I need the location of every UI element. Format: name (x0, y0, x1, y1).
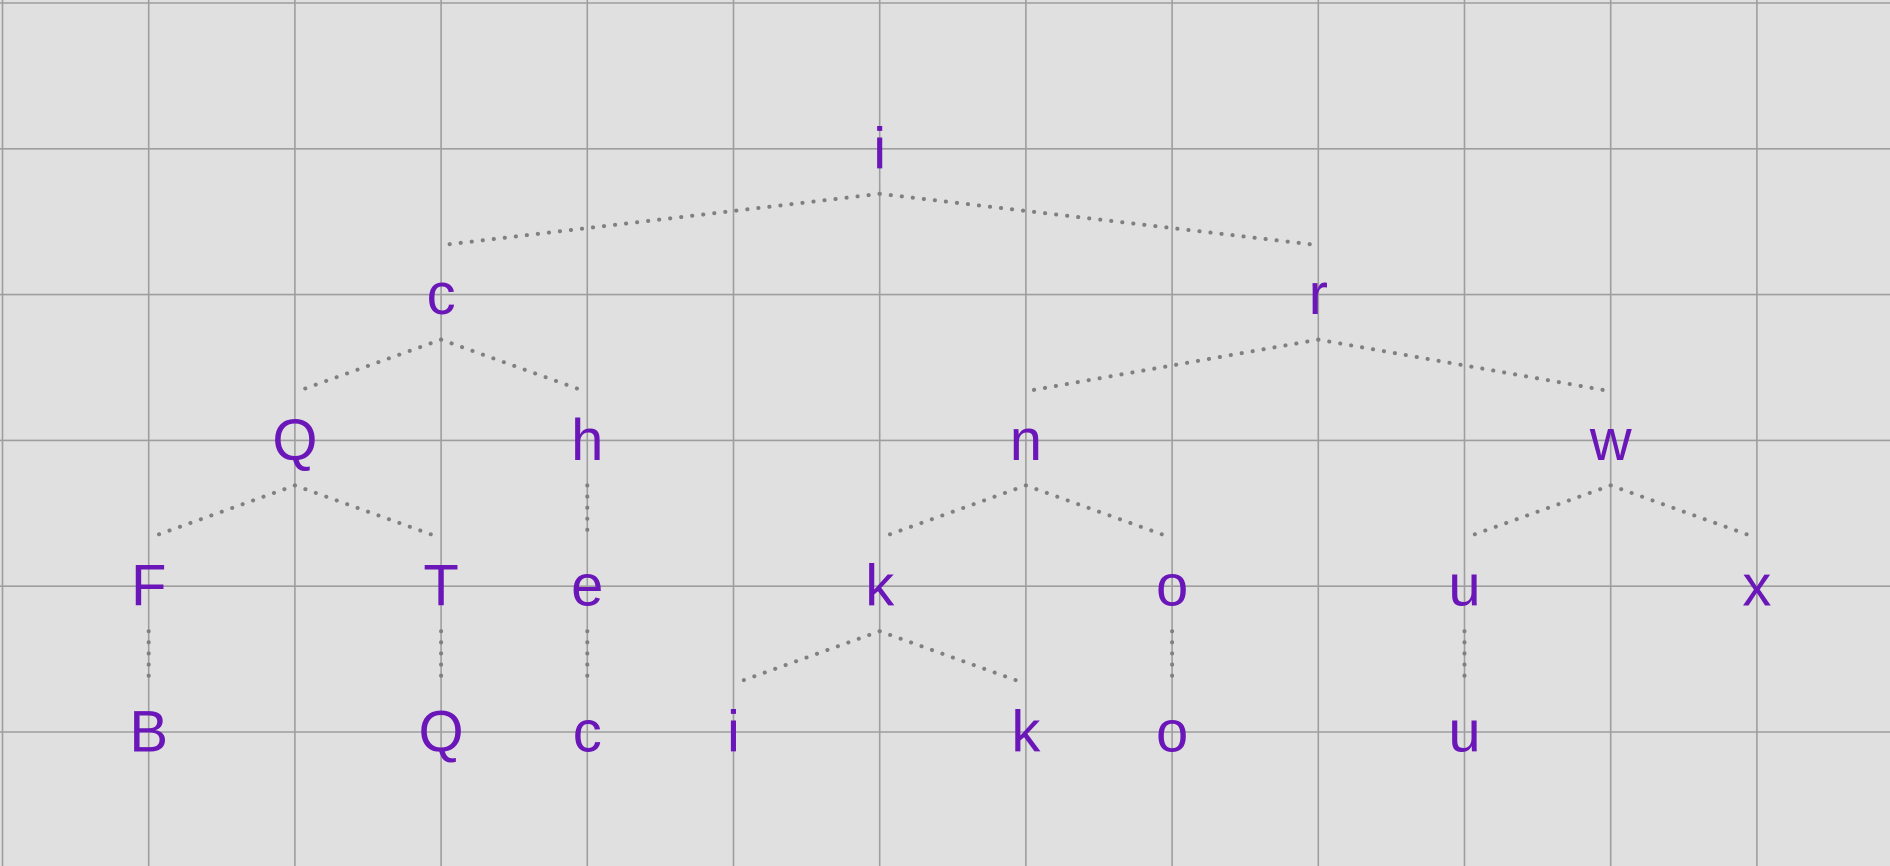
tree-node-label: u (1448, 554, 1480, 619)
tree-edge (1316, 337, 1608, 393)
tree-node-label: u (1448, 700, 1480, 765)
tree-node-label: r (1309, 262, 1328, 327)
tree-node-label: i (873, 116, 886, 181)
tree-node-label: i (727, 700, 740, 765)
tree-node-label: k (865, 554, 895, 619)
tree-node-label: c (573, 700, 602, 765)
tree-edges (146, 191, 1754, 684)
tree-node-label: h (571, 408, 603, 473)
tree-node-label: c (427, 262, 456, 327)
tree-node-label: o (1156, 554, 1188, 619)
tree-node-label: k (1011, 700, 1041, 765)
tree-node-label: T (423, 554, 458, 619)
tree-node-label: o (1156, 700, 1188, 765)
tree-node-label: w (1589, 408, 1633, 473)
tree-node-label: Q (419, 700, 464, 765)
tree-edge (1028, 337, 1321, 393)
tree-node-label: B (129, 700, 168, 765)
tree-node-label: F (131, 554, 166, 619)
tree-node-label: n (1010, 408, 1042, 473)
tree-node-label: Q (272, 408, 317, 473)
tree-node-label: x (1742, 554, 1771, 619)
tree-node-label: e (571, 554, 603, 619)
